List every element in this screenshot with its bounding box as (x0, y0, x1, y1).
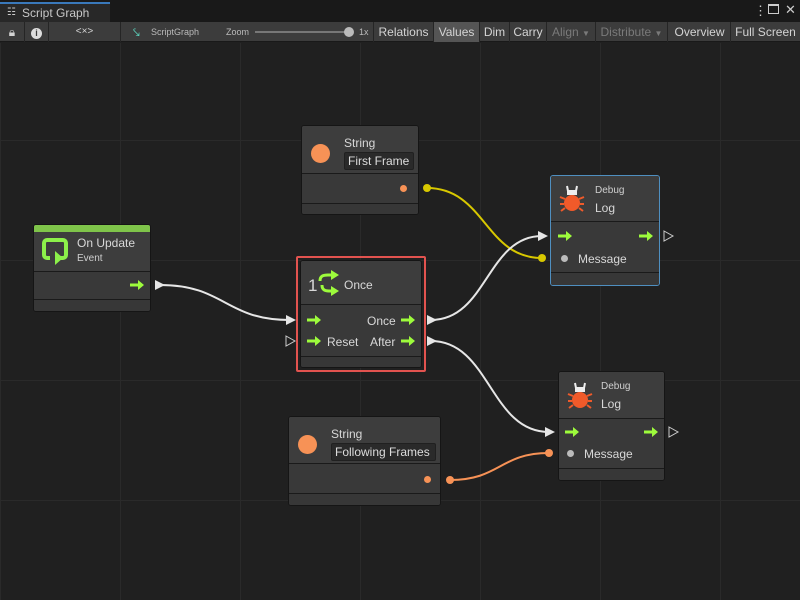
wire-once-to-log1 (430, 235, 543, 321)
output-port[interactable] (400, 185, 407, 192)
debug-log-node-2[interactable]: Debug Log Message (558, 371, 665, 481)
dim-button[interactable]: Dim (480, 22, 510, 42)
wire-string1-to-message (426, 187, 543, 259)
flow-arrow-icon[interactable] (565, 427, 579, 437)
flow-arrow-icon[interactable] (639, 231, 653, 241)
bug-icon (559, 185, 585, 212)
port-dot (545, 449, 553, 457)
code-icon: <×> (75, 26, 94, 37)
info-icon: i (31, 28, 42, 39)
flow-port-triangle (538, 231, 548, 241)
string-value-field[interactable]: First Frame (344, 152, 414, 170)
node-category: Debug (595, 185, 625, 196)
message-port-label: Message (584, 447, 633, 461)
zoom-value: 1x (359, 27, 369, 37)
node-title: Once (344, 278, 373, 292)
code-button[interactable]: <×> (49, 22, 121, 42)
output-port[interactable] (424, 476, 431, 483)
flow-arrow-icon[interactable] (130, 280, 144, 290)
once-icon-number: 1 (308, 276, 318, 295)
port-dot (538, 254, 546, 262)
align-dropdown[interactable]: Align ▼ (547, 22, 596, 42)
node-category: Debug (601, 381, 631, 392)
flow-arrow-icon[interactable] (401, 315, 415, 325)
port-dot (423, 184, 431, 192)
full-screen-button[interactable]: Full Screen (735, 25, 796, 39)
toolbar: 🔒︎ i <×> ⤥ ScriptGraph Zoom 1x Relations… (0, 22, 800, 42)
lock-button[interactable]: 🔒︎ (0, 22, 25, 42)
flow-arrow-icon[interactable] (558, 231, 572, 241)
close-icon[interactable]: ✕ (785, 2, 796, 17)
lock-icon: 🔒︎ (8, 25, 16, 39)
distribute-dropdown[interactable]: Distribute ▼ (596, 22, 668, 42)
message-port-label: Message (578, 252, 627, 266)
selection-outline (296, 256, 426, 372)
node-title: Log (595, 201, 616, 215)
string-icon (298, 435, 317, 454)
graph-name[interactable]: ScriptGraph (151, 27, 200, 37)
wire-string2-to-message (449, 452, 550, 481)
input-port[interactable] (561, 255, 568, 262)
string-value-field[interactable]: Following Frames (331, 443, 436, 461)
once-output-label: Once (367, 314, 396, 328)
relations-button[interactable]: Relations (374, 22, 434, 42)
flow-port-triangle (286, 315, 296, 325)
node-title: String (344, 136, 376, 150)
tab-script-graph[interactable]: ☷ Script Graph (0, 2, 110, 22)
flow-port-triangle (155, 280, 165, 290)
debug-log-node-1[interactable]: Debug Log Message (550, 175, 660, 286)
tab-title: Script Graph (22, 6, 90, 20)
node-subtitle: Event (77, 253, 103, 264)
align-label: Align (552, 25, 579, 39)
flow-port-triangle (663, 230, 675, 242)
flow-port-triangle (427, 336, 437, 346)
distribute-label: Distribute (600, 25, 652, 39)
chevron-down-icon: ▼ (582, 29, 590, 38)
zoom-label: Zoom (226, 27, 250, 37)
flow-port-triangle (427, 315, 437, 325)
flow-port-triangle (545, 427, 555, 437)
bug-icon (567, 382, 593, 409)
wire-after-to-log2 (430, 340, 550, 433)
string-node-following-frames[interactable]: String Following Frames (288, 416, 441, 506)
once-node[interactable]: 1 Once Once Reset After (300, 260, 422, 368)
values-button[interactable]: Values (434, 22, 480, 42)
info-button[interactable]: i (25, 22, 49, 42)
zoom-slider[interactable] (255, 31, 351, 33)
flow-port-triangle (668, 426, 680, 438)
chevron-down-icon: ▼ (654, 29, 663, 38)
input-port[interactable] (567, 450, 574, 457)
node-title: String (331, 427, 363, 441)
more-options-icon[interactable]: ⋮ (754, 3, 767, 18)
flow-arrow-icon[interactable] (644, 427, 658, 437)
node-title: Log (601, 397, 622, 411)
zoom-slider-handle[interactable] (344, 27, 354, 37)
flow-arrow-icon[interactable] (307, 315, 321, 325)
port-dot (446, 476, 454, 484)
tab-bar: ☷ Script Graph ⋮ ✕ (0, 0, 800, 22)
flow-port-triangle (285, 335, 297, 347)
overview-button[interactable]: Overview (669, 22, 731, 42)
maximize-icon[interactable] (768, 4, 779, 14)
node-title: On Update (77, 236, 136, 250)
graph-icon: ⤥ (133, 25, 140, 39)
flow-arrow-icon[interactable] (307, 336, 321, 346)
string-icon (311, 144, 330, 163)
reset-input-label: Reset (327, 335, 359, 349)
wire-update-to-once (159, 284, 291, 321)
after-output-label: After (370, 335, 396, 349)
breadcrumb: ⤥ ScriptGraph Zoom 1x (121, 22, 374, 42)
on-update-node[interactable]: On Update Event (33, 224, 151, 312)
loop-icon (42, 238, 68, 265)
carry-button[interactable]: Carry (510, 22, 547, 42)
string-node-first-frame[interactable]: String First Frame (301, 125, 419, 215)
once-cycle-icon (318, 270, 339, 296)
hierarchy-icon: ☷ (7, 7, 16, 18)
flow-arrow-icon[interactable] (401, 336, 415, 346)
